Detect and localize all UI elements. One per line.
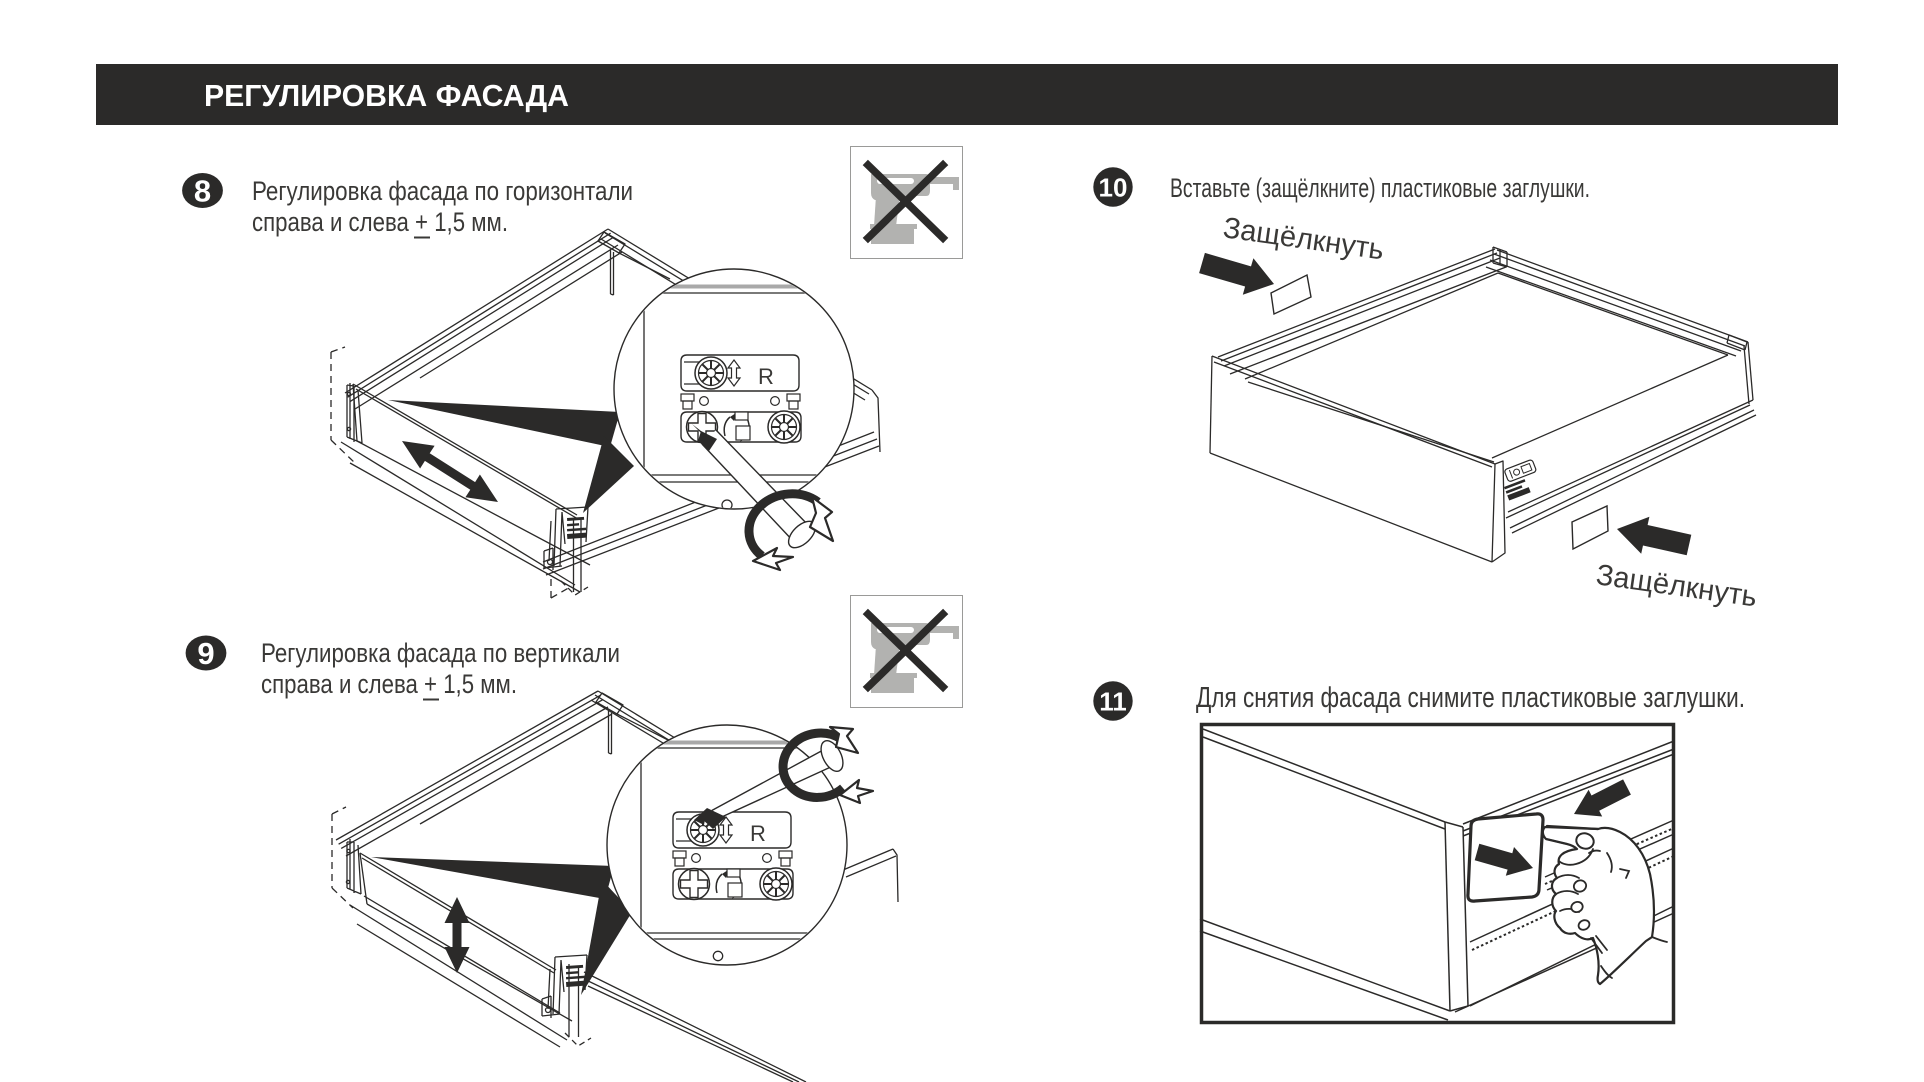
svg-text:9: 9 [197, 636, 214, 671]
svg-text:R: R [758, 364, 774, 389]
svg-text:РЕГУЛИРОВКА ФАСАДА: РЕГУЛИРОВКА ФАСАДА [204, 78, 569, 113]
svg-text:Защёлкнуть: Защёлкнуть [1221, 211, 1386, 266]
svg-text:справа и слева + 1,5 мм.: справа и слева + 1,5 мм. [261, 669, 517, 699]
svg-text:Регулировка фасада по горизонт: Регулировка фасада по горизонтали [252, 176, 633, 206]
svg-text:Защёлкнуть: Защёлкнуть [1594, 558, 1759, 613]
svg-text:Регулировка фасада по вертикал: Регулировка фасада по вертикали [261, 638, 620, 668]
svg-text:Для снятия фасада снимите плас: Для снятия фасада снимите пластиковые за… [1196, 682, 1745, 714]
svg-text:8: 8 [194, 174, 211, 209]
svg-text:11: 11 [1099, 687, 1127, 717]
svg-text:Вставьте (защёлкните) пластико: Вставьте (защёлкните) пластиковые заглуш… [1170, 173, 1590, 203]
svg-text:10: 10 [1099, 173, 1128, 203]
svg-text:справа и слева + 1,5 мм.: справа и слева + 1,5 мм. [252, 207, 508, 237]
